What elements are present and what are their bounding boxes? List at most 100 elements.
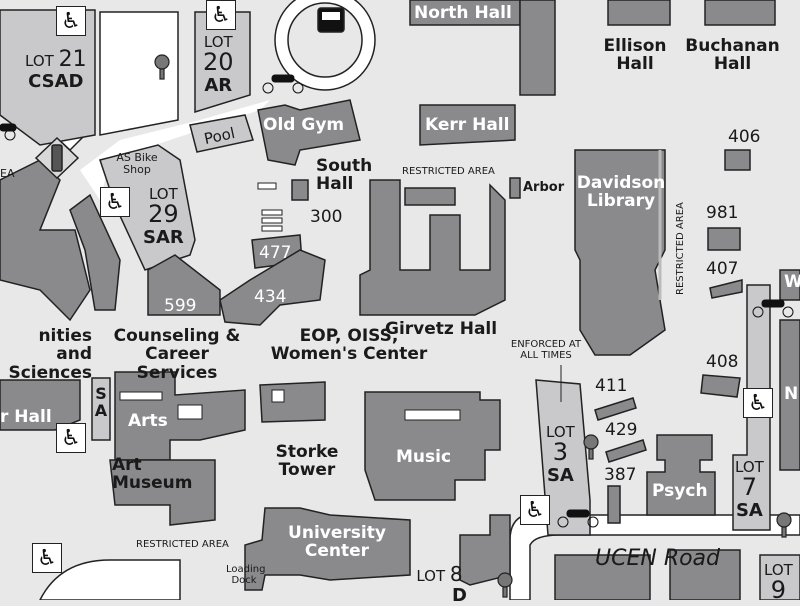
parking-meter-icon	[154, 54, 170, 80]
pool[interactable]	[189, 114, 254, 153]
label-davidson-library[interactable]: Davidson Library	[576, 173, 666, 212]
label-as-bike-shop[interactable]: AS Bike Shop	[116, 151, 158, 176]
label-humanities[interactable]: nities and Sciences	[8, 326, 92, 383]
building-387[interactable]	[607, 485, 621, 524]
label-arts[interactable]: Arts	[128, 411, 168, 431]
label-edge-w[interactable]: W	[784, 272, 800, 292]
lot-9[interactable]	[759, 554, 800, 600]
building-w[interactable]	[779, 269, 800, 301]
label-406[interactable]: 406	[728, 127, 761, 147]
label-buchanan-hall[interactable]: Buchanan Hall	[685, 36, 780, 75]
ellison-hall[interactable]	[607, 0, 671, 26]
label-girvetz-hall[interactable]: Girvetz Hall	[385, 319, 498, 339]
old-gym[interactable]	[257, 99, 361, 166]
lot-number: 21	[58, 47, 87, 72]
humanities[interactable]	[0, 159, 91, 322]
building-599[interactable]	[147, 254, 221, 316]
arbor[interactable]	[509, 177, 521, 199]
label-north-hall[interactable]: North Hall	[414, 3, 512, 23]
label-old-gym[interactable]: Old Gym	[263, 115, 345, 135]
label-arbor[interactable]: Arbor	[523, 180, 565, 195]
lot-prefix: LOT	[735, 458, 764, 476]
kerr-hall[interactable]	[419, 104, 516, 146]
label-599[interactable]: 599	[164, 296, 197, 316]
lot-number: 9	[770, 576, 787, 605]
label-407[interactable]: 407	[706, 259, 739, 279]
building-near-lot8[interactable]	[459, 514, 511, 586]
lot-sa[interactable]	[91, 377, 111, 441]
music[interactable]	[364, 391, 501, 501]
building-406[interactable]	[724, 149, 751, 171]
building-981[interactable]	[707, 227, 741, 251]
girvetz-hall[interactable]	[359, 179, 506, 316]
ucen-south-b[interactable]	[669, 549, 741, 600]
label-981[interactable]: 981	[706, 203, 739, 223]
lot-prefix: LOT	[764, 561, 793, 579]
label-eop[interactable]: EOP, OISS, Women's Center	[270, 326, 428, 365]
enforced-note: ENFORCED AT ALL TIMES	[510, 339, 582, 361]
label-429[interactable]: 429	[605, 420, 638, 440]
label-counseling[interactable]: Counseling & Career Services	[113, 326, 241, 383]
label-art-museum[interactable]: Art Museum	[112, 455, 193, 494]
stairs-2	[261, 217, 283, 224]
art-museum[interactable]	[109, 459, 216, 526]
label-university-center[interactable]: University Center	[288, 523, 386, 562]
traffic-signal-body	[51, 144, 63, 172]
label-r-hall[interactable]: r Hall	[0, 407, 52, 427]
building-429[interactable]	[605, 439, 647, 463]
accessible-parking-icon: ♿	[56, 6, 86, 36]
lot-prefix: LOT	[546, 423, 575, 441]
building-300[interactable]	[291, 179, 309, 201]
humanities-wing[interactable]	[69, 193, 121, 311]
motorcycle-icon	[752, 299, 794, 318]
building-408[interactable]	[700, 374, 741, 398]
label-edge-n[interactable]: N	[784, 384, 799, 404]
ucen-south-a[interactable]	[554, 554, 651, 600]
label-music[interactable]: Music	[396, 447, 452, 467]
ucen-road-label[interactable]: UCEN Road	[595, 546, 721, 571]
north-hall-wing[interactable]	[519, 0, 556, 96]
label-477[interactable]: 477	[259, 243, 292, 263]
parking-meter-icon	[583, 434, 599, 460]
parking-meter-icon	[497, 572, 513, 598]
university-center[interactable]	[244, 507, 411, 591]
storke-courtyard	[271, 389, 285, 403]
lot-number: 3	[552, 438, 569, 467]
label-434[interactable]: 434	[254, 287, 287, 307]
label-387[interactable]: 387	[604, 465, 637, 485]
label-storke-tower[interactable]: Storke Tower	[275, 442, 339, 481]
parking-meter-icon	[776, 512, 792, 538]
building-411[interactable]	[594, 397, 637, 421]
music-courtyard	[404, 409, 461, 421]
lot-code: D	[452, 584, 467, 606]
building-n[interactable]	[779, 319, 800, 471]
label-408[interactable]: 408	[706, 352, 739, 372]
buchanan-hall[interactable]	[704, 0, 776, 26]
davidson-library[interactable]	[574, 149, 666, 356]
psych[interactable]	[646, 434, 716, 516]
bus-window	[322, 12, 340, 20]
label-kerr-hall[interactable]: Kerr Hall	[425, 115, 510, 135]
girvetz-north[interactable]	[404, 187, 456, 206]
label-south-hall[interactable]: South Hall	[316, 156, 373, 195]
label-300[interactable]: 300	[310, 207, 343, 227]
label-411[interactable]: 411	[595, 376, 628, 396]
stairs-1	[261, 209, 283, 216]
building-407[interactable]	[709, 279, 743, 299]
small-structure	[257, 182, 277, 190]
label-ellison-hall[interactable]: Ellison Hall	[603, 36, 667, 75]
storke-tower[interactable]	[259, 381, 326, 423]
label-psych[interactable]: Psych	[652, 481, 708, 501]
lot-sa-label[interactable]: S A	[94, 384, 108, 421]
building-434[interactable]	[219, 249, 326, 326]
lot-number: 20	[203, 48, 234, 77]
lot-code: AR	[204, 75, 233, 97]
